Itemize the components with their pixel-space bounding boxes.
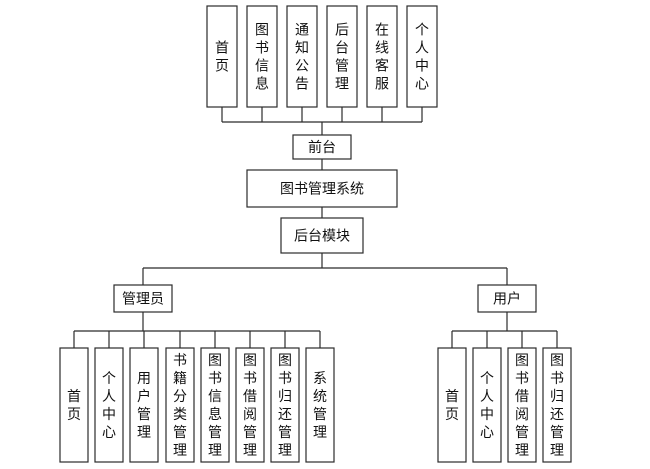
user-item-3: 图书借阅管理 bbox=[507, 347, 537, 463]
admin-item-5: 图书信息管理 bbox=[200, 347, 230, 463]
frontend-node: 前台 bbox=[292, 134, 352, 160]
root-node-label: 图书管理系统 bbox=[280, 182, 364, 198]
user-item-4: 图书归还管理 bbox=[542, 347, 572, 463]
backend-node-frame bbox=[280, 217, 364, 254]
admin-item-6: 图书借阅管理 bbox=[235, 347, 265, 463]
admin-item-3-label: 用户管理 bbox=[137, 371, 151, 441]
user-node: 用户 bbox=[477, 284, 537, 313]
admin-item-3: 用户管理 bbox=[129, 347, 159, 463]
admin-item-8-frame bbox=[305, 347, 335, 463]
admin-item-4: 书籍分类管理 bbox=[165, 347, 195, 463]
user-node-frame bbox=[477, 284, 537, 313]
user-item-4-frame bbox=[542, 347, 572, 463]
admin-item-2-label: 个人中心 bbox=[102, 371, 116, 441]
admin-node-frame bbox=[113, 284, 173, 313]
admin-item-2-frame bbox=[94, 347, 124, 463]
admin-item-7-label: 图书归还管理 bbox=[278, 353, 292, 459]
frontend-item-1: 首页 bbox=[206, 5, 238, 108]
admin-item-5-label: 图书信息管理 bbox=[208, 353, 222, 459]
frontend-item-2-label: 图书信息 bbox=[255, 23, 269, 93]
user-item-4-label: 图书归还管理 bbox=[550, 353, 564, 459]
root-node-frame bbox=[246, 169, 398, 208]
admin-item-1-frame bbox=[59, 347, 89, 463]
frontend-item-4-frame bbox=[326, 5, 358, 108]
frontend-item-6: 个人中心 bbox=[406, 5, 438, 108]
admin-item-1: 首页 bbox=[59, 347, 89, 463]
admin-item-6-frame bbox=[235, 347, 265, 463]
frontend-item-5-frame bbox=[366, 5, 398, 108]
frontend-item-3-frame bbox=[286, 5, 318, 108]
admin-item-7: 图书归还管理 bbox=[270, 347, 300, 463]
root-node: 图书管理系统 bbox=[246, 169, 398, 208]
user-item-3-frame bbox=[507, 347, 537, 463]
user-item-1-label: 首页 bbox=[445, 389, 459, 423]
admin-node: 管理员 bbox=[113, 284, 173, 313]
frontend-item-5-label: 在线客服 bbox=[375, 23, 389, 93]
user-item-2: 个人中心 bbox=[472, 347, 502, 463]
admin-item-8-label: 系统管理 bbox=[313, 371, 327, 441]
admin-item-4-frame bbox=[165, 347, 195, 463]
frontend-item-3-label: 通知公告 bbox=[295, 23, 309, 93]
user-item-2-frame bbox=[472, 347, 502, 463]
frontend-item-1-label: 首页 bbox=[215, 41, 229, 75]
frontend-node-label: 前台 bbox=[308, 139, 336, 156]
user-item-1: 首页 bbox=[437, 347, 467, 463]
frontend-item-3: 通知公告 bbox=[286, 5, 318, 108]
frontend-item-2-frame bbox=[246, 5, 278, 108]
admin-item-6-label: 图书借阅管理 bbox=[243, 353, 257, 459]
frontend-item-2: 图书信息 bbox=[246, 5, 278, 108]
frontend-item-6-label: 个人中心 bbox=[415, 23, 429, 93]
admin-item-8: 系统管理 bbox=[305, 347, 335, 463]
frontend-item-5: 在线客服 bbox=[366, 5, 398, 108]
user-node-label: 用户 bbox=[493, 291, 521, 308]
node-boxes: 首页图书信息通知公告后台管理在线客服个人中心前台图书管理系统后台模块管理员用户首… bbox=[59, 5, 572, 463]
frontend-item-6-frame bbox=[406, 5, 438, 108]
admin-item-2: 个人中心 bbox=[94, 347, 124, 463]
admin-item-7-frame bbox=[270, 347, 300, 463]
backend-node-label: 后台模块 bbox=[294, 229, 350, 245]
admin-node-label: 管理员 bbox=[122, 292, 164, 308]
frontend-node-frame bbox=[292, 134, 352, 160]
admin-item-3-frame bbox=[129, 347, 159, 463]
user-item-2-label: 个人中心 bbox=[480, 371, 494, 441]
user-item-3-label: 图书借阅管理 bbox=[515, 353, 529, 459]
user-item-1-frame bbox=[437, 347, 467, 463]
admin-item-1-label: 首页 bbox=[67, 389, 81, 423]
backend-node: 后台模块 bbox=[280, 217, 364, 254]
frontend-item-4: 后台管理 bbox=[326, 5, 358, 108]
connector-lines bbox=[73, 107, 558, 348]
admin-item-4-label: 书籍分类管理 bbox=[173, 353, 187, 459]
admin-item-5-frame bbox=[200, 347, 230, 463]
frontend-item-4-label: 后台管理 bbox=[335, 23, 349, 93]
frontend-item-1-frame bbox=[206, 5, 238, 108]
